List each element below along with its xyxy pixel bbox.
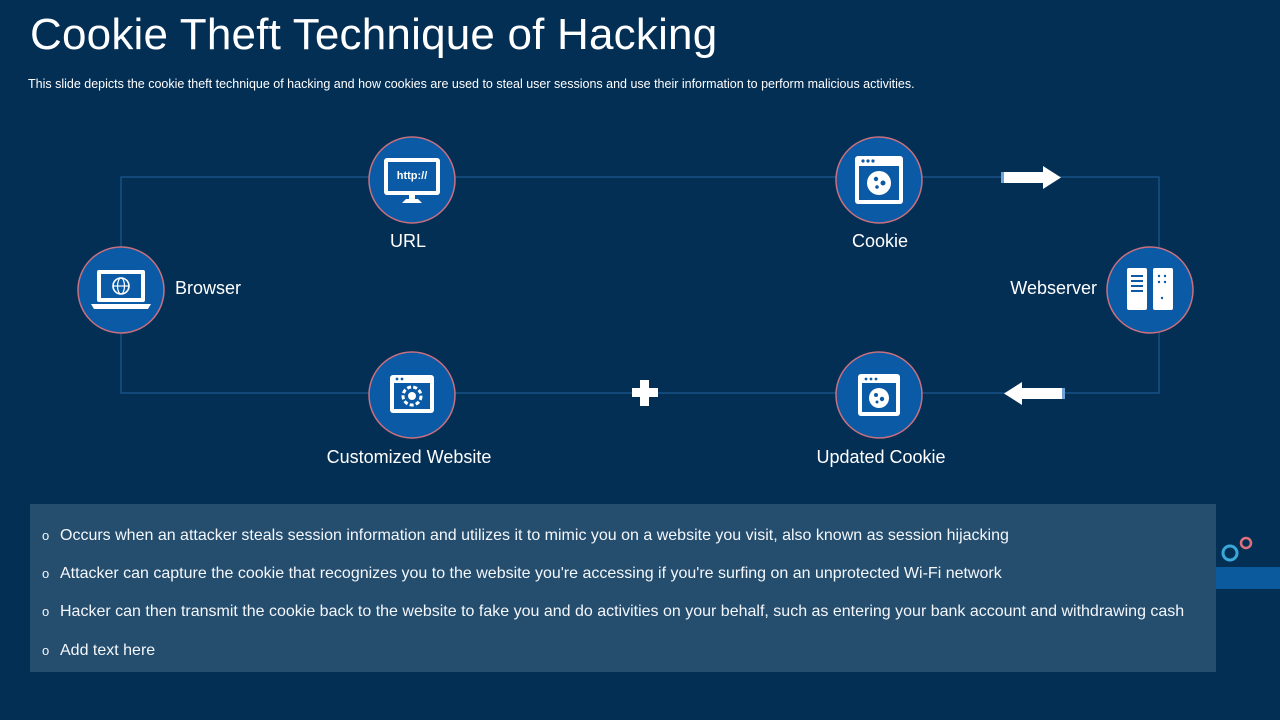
cookie-theft-diagram: http:// (77, 136, 1194, 439)
url-node: http:// (368, 136, 456, 224)
browser-gear-icon (390, 375, 434, 413)
webserver-node (1106, 246, 1194, 334)
server-icon (1127, 268, 1173, 310)
bullet-text: Occurs when an attacker steals session i… (60, 527, 1009, 544)
updated-cookie-node (835, 351, 923, 439)
bullet-item: o Add text here (42, 642, 155, 660)
browser-cookie-icon (858, 374, 900, 416)
bullet-panel: o Occurs when an attacker steals session … (30, 504, 1216, 672)
cookie-node (835, 136, 923, 224)
cookie-label: Cookie (851, 231, 909, 251)
decorative-rings-icon (1221, 536, 1253, 562)
bullet-marker: o (42, 528, 50, 543)
bullet-text: Attacker can capture the cookie that rec… (60, 565, 1002, 582)
bullet-item: o Hacker can then transmit the cookie bac… (42, 603, 1184, 621)
arrow-left-icon (1004, 382, 1065, 405)
updated-cookie-label: Updated Cookie (816, 447, 946, 467)
bullet-item: o Occurs when an attacker steals session … (42, 527, 1009, 545)
bullet-item: o Attacker can capture the cookie that re… (42, 565, 1002, 583)
plus-icon (632, 380, 658, 406)
webserver-label: Webserver (1010, 278, 1097, 298)
customized-website-node (368, 351, 456, 439)
bullet-text: Hacker can then transmit the cookie back… (60, 603, 1185, 620)
monitor-http-icon: http:// (384, 158, 440, 203)
slide-title: Cookie Theft Technique of Hacking (30, 10, 718, 59)
bullet-text: Add text here (60, 642, 156, 659)
http-icon-text: http:// (397, 170, 428, 182)
bullet-marker: o (42, 566, 50, 581)
url-label: URL (389, 231, 427, 251)
laptop-globe-icon (91, 270, 151, 309)
browser-cookie-icon (855, 156, 903, 204)
bullet-marker: o (42, 604, 50, 619)
bullet-marker: o (42, 643, 50, 658)
browser-node (77, 246, 165, 334)
arrow-right-icon (1001, 166, 1061, 189)
connector-frame (120, 176, 1160, 394)
decorative-bar (1216, 567, 1280, 589)
slide-subtitle: This slide depicts the cookie theft tech… (28, 77, 915, 91)
customized-website-label: Customized Website (326, 447, 492, 467)
browser-label: Browser (175, 278, 242, 298)
